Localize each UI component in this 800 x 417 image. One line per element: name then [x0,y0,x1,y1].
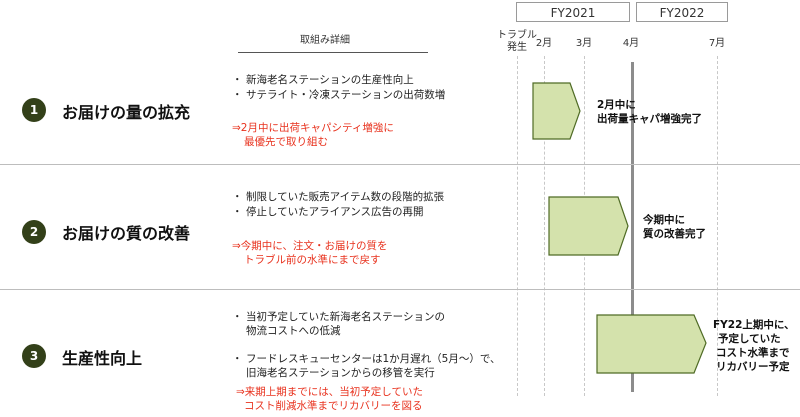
detail-header: 取組み詳細 [300,35,350,46]
row3-result-line1: FY22上期中に、 [713,319,795,331]
row2-number-badge: 2 [22,220,46,244]
month-label-feb: 2月 [535,38,553,49]
timeline-line-feb [544,56,545,396]
month-label-mar: 3月 [575,38,593,49]
row2-title: お届けの質の改善 [62,224,191,243]
row-separator-2 [0,289,800,290]
row1-note-line1: ⇒2月中に出荷キャパシティ増強に [232,122,394,134]
trouble-label-line1: トラブル [497,30,537,41]
row3-bullet-2: ・フードレスキューセンターは1か月遅れ（5月～）で、 [232,353,501,365]
row1-note-line2: 最優先で取り組む [244,136,328,148]
detail-header-underline [238,52,428,53]
row2-note-line1: ⇒今期中に、注文・お届けの質を [232,240,388,252]
row1-result-line1: 2月中に [597,99,636,111]
row3-timeline-bar [596,314,707,374]
row2-note-line2: トラブル前の水準にまで戻す [244,254,381,266]
fy2021-header: FY2021 [516,2,630,22]
row1-result-line2: 出荷量キャパ増強完了 [597,113,702,125]
row1-title: お届けの量の拡充 [62,103,191,122]
fy2022-header: FY2022 [636,2,728,22]
row1-bullet-2: ・サテライト・冷凍ステーションの出荷数増 [232,89,446,101]
row1-bullet-1: ・新海老名ステーションの生産性向上 [232,74,414,86]
row3-number-badge: 3 [22,344,46,368]
month-label-apr: 4月 [622,38,640,49]
row3-result-line3: コスト水準まで [716,347,790,359]
row3-result-line4: リカバリー予定 [716,361,790,373]
row2-bullet-2: ・停止していたアライアンス広告の再開 [232,206,424,218]
row3-result-line2: 予定していた [718,333,781,345]
row-separator-1 [0,164,800,165]
trouble-label-line2: 発生 [507,42,527,53]
row3-bullet-1-cont: 物流コストへの低減 [246,325,341,337]
row3-note-line2: コスト削減水準までリカバリーを図る [244,400,423,412]
row2-bullet-1: ・制限していた販売アイテム数の段階的拡張 [232,191,445,203]
row3-note-line1: ⇒来期上期までには、当初予定していた [236,386,423,398]
row2-result-line2: 質の改善完了 [643,228,706,240]
row1-timeline-bar [532,82,581,140]
timeline-line-apr-current [631,62,634,392]
row1-number-badge: 1 [22,98,46,122]
month-label-jul: 7月 [708,38,726,49]
timeline-line-jul [717,56,718,396]
row2-timeline-bar [548,196,629,256]
timeline-line-trouble [517,56,518,396]
row3-bullet-2-cont: 旧海老名ステーションからの移管を実行 [246,367,435,379]
trouble-label: トラブル 発生 [495,30,539,54]
row2-result-line1: 今期中に [643,214,685,226]
row3-title: 生産性向上 [62,349,143,368]
row3-bullet-1: ・当初予定していた新海老名ステーションの [232,311,445,323]
